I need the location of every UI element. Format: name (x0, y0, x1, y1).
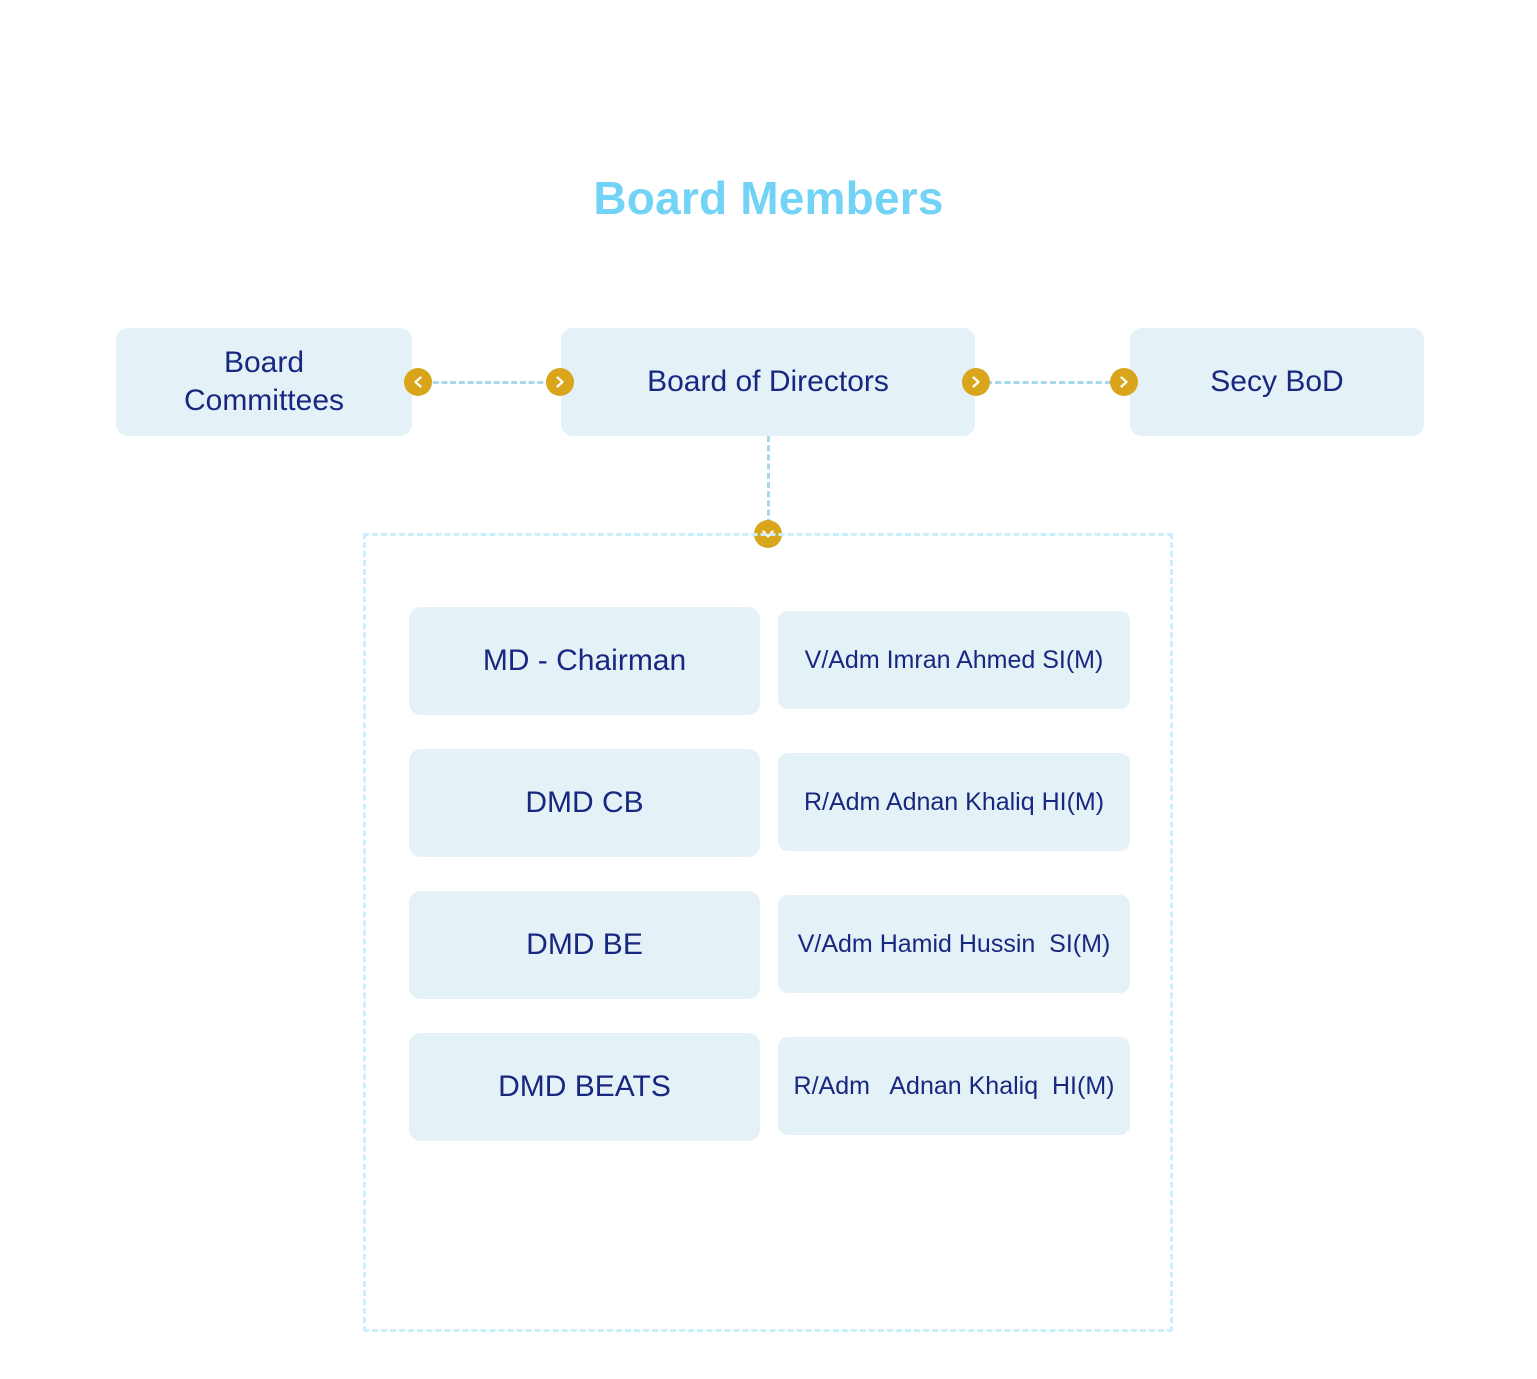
member-row: DMD BEATS R/Adm Adnan Khaliq HI(M) (409, 1033, 1130, 1141)
node-board-of-directors-label: Board of Directors (647, 364, 889, 398)
member-role[interactable]: MD - Chairman (409, 607, 760, 715)
node-secy-bod-label: Secy BoD (1210, 364, 1344, 398)
member-role[interactable]: DMD BEATS (409, 1033, 760, 1141)
connector-line-left (424, 381, 552, 384)
node-board-committees[interactable]: Board Committees (116, 328, 412, 436)
chevron-right-icon[interactable] (1110, 368, 1138, 396)
member-role[interactable]: DMD CB (409, 749, 760, 857)
member-row: DMD BE V/Adm Hamid Hussin SI(M) (409, 891, 1130, 999)
page-title: Board Members (593, 172, 944, 224)
node-board-committees-label: Board Committees (183, 345, 345, 417)
chevron-right-icon[interactable] (546, 368, 574, 396)
chevron-left-icon[interactable] (404, 368, 432, 396)
member-name[interactable]: R/Adm Adnan Khaliq HI(M) (778, 1037, 1130, 1135)
node-secy-bod[interactable]: Secy BoD (1130, 328, 1424, 436)
connector-line-down (767, 436, 770, 534)
member-name[interactable]: V/Adm Hamid Hussin SI(M) (778, 895, 1130, 993)
members-group-container (363, 533, 1173, 1332)
members-list: MD - Chairman V/Adm Imran Ahmed SI(M) DM… (409, 607, 1130, 1175)
member-role[interactable]: DMD BE (409, 891, 760, 999)
member-name[interactable]: V/Adm Imran Ahmed SI(M) (778, 611, 1130, 709)
chevron-right-icon[interactable] (962, 368, 990, 396)
member-name[interactable]: R/Adm Adnan Khaliq HI(M) (778, 753, 1130, 851)
node-board-of-directors[interactable]: Board of Directors (561, 328, 975, 436)
connector-line-right (986, 381, 1120, 384)
member-row: DMD CB R/Adm Adnan Khaliq HI(M) (409, 749, 1130, 857)
member-row: MD - Chairman V/Adm Imran Ahmed SI(M) (409, 607, 1130, 715)
